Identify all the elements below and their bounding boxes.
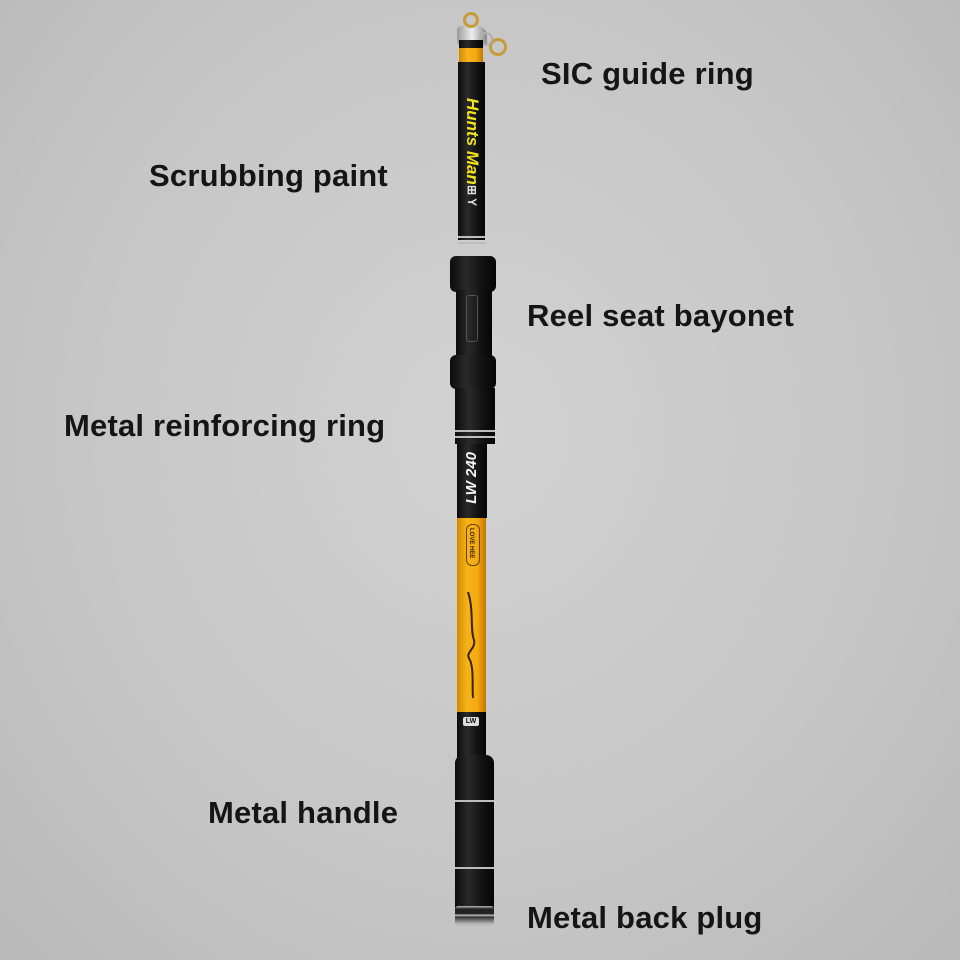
lw-badge: LW [463, 717, 479, 726]
reel-seat-body [456, 290, 492, 358]
reel-seat-hood-lower [450, 355, 496, 389]
decorative-swoosh [467, 591, 476, 699]
label-metal-handle: Metal handle [208, 795, 399, 830]
metal-back-plug [455, 906, 494, 926]
label-reel-seat-bayonet: Reel seat bayonet [527, 298, 795, 333]
metal-reinforcing-section [455, 388, 495, 444]
label-metal-back-plug: Metal back plug [527, 900, 763, 935]
reel-seat-hood-upper [450, 256, 496, 292]
rod-upper-section [458, 62, 485, 240]
brand-text: Hunts Man [463, 98, 482, 185]
love-hee-badge [466, 524, 480, 566]
label-scrubbing-paint: Scrubbing paint [149, 158, 388, 193]
model-text: LW 240 [463, 452, 480, 504]
metal-handle-grip [455, 755, 494, 917]
tip-yellow-band [459, 48, 483, 62]
rod-mid-section [457, 444, 487, 518]
label-sic-guide-ring: SIC guide ring [541, 56, 754, 91]
label-metal-reinforcing-ring: Metal reinforcing ring [64, 408, 386, 443]
sic-guide-rings [455, 12, 507, 56]
